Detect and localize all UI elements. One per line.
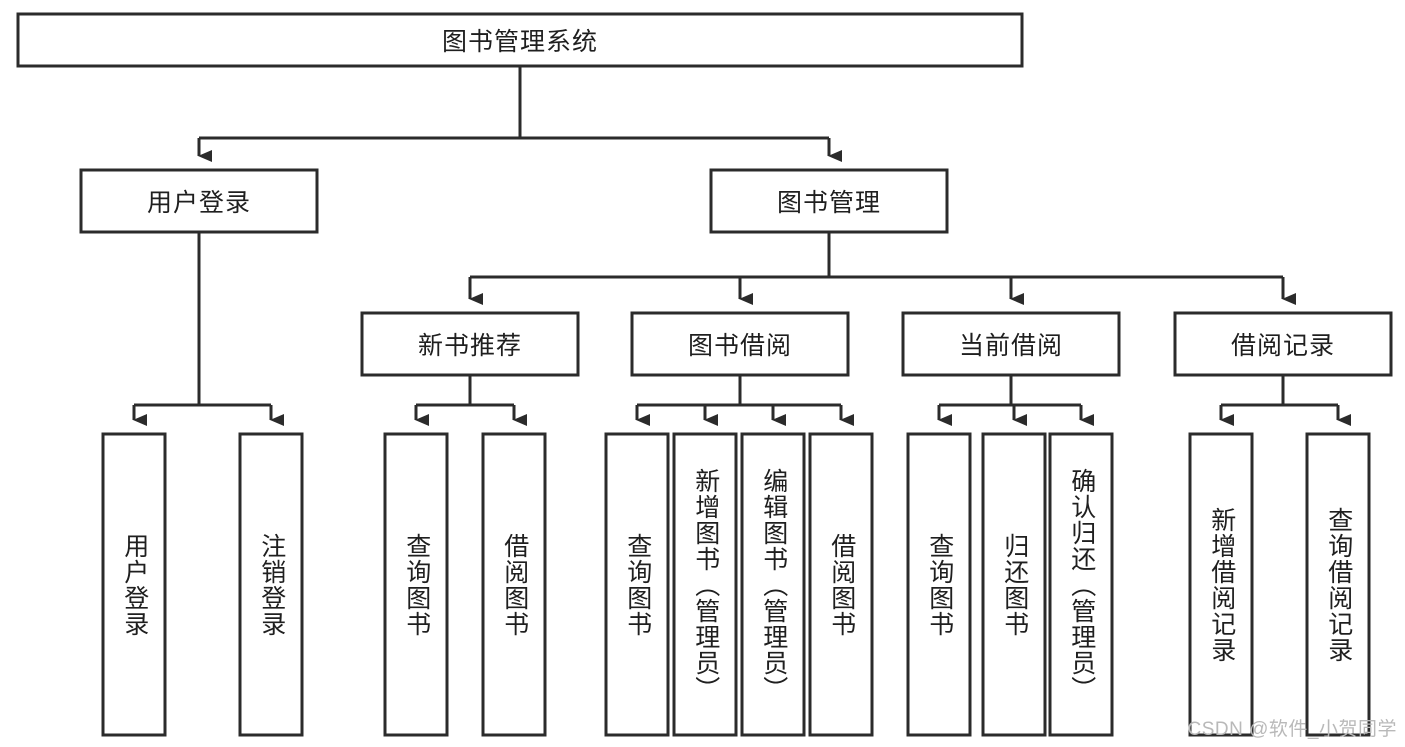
leaf-box-return-book[interactable] <box>981 432 1047 737</box>
leaf-box-query-book-2[interactable] <box>604 432 670 737</box>
leaf-box-query-record[interactable] <box>1305 432 1371 737</box>
leaf-box-query-book-3[interactable] <box>906 432 972 737</box>
watermark-text: CSDN @软件_小贺同学 <box>1187 719 1397 740</box>
node-box-new-book-recommend[interactable] <box>360 311 580 377</box>
leaf-box-add-record[interactable] <box>1188 432 1254 737</box>
leaf-box-query-book-1[interactable] <box>383 432 449 737</box>
leaf-box-logout[interactable] <box>238 432 304 737</box>
node-box-borrow-record[interactable] <box>1173 311 1393 377</box>
node-box-layer <box>16 12 1393 737</box>
leaf-box-edit-book[interactable] <box>740 432 806 737</box>
node-box-current-borrow[interactable] <box>901 311 1121 377</box>
node-box-book-manage[interactable] <box>709 168 949 234</box>
leaf-box-confirm-return[interactable] <box>1048 432 1114 737</box>
leaf-box-add-book[interactable] <box>672 432 738 737</box>
node-box-root[interactable] <box>16 12 1024 68</box>
node-box-user-login[interactable] <box>79 168 319 234</box>
node-box-book-borrow[interactable] <box>630 311 850 377</box>
leaf-box-user-login[interactable] <box>101 432 167 737</box>
leaf-box-borrow-book-1[interactable] <box>481 432 547 737</box>
leaf-box-borrow-book-2[interactable] <box>808 432 874 737</box>
connector-layer <box>132 66 1351 426</box>
